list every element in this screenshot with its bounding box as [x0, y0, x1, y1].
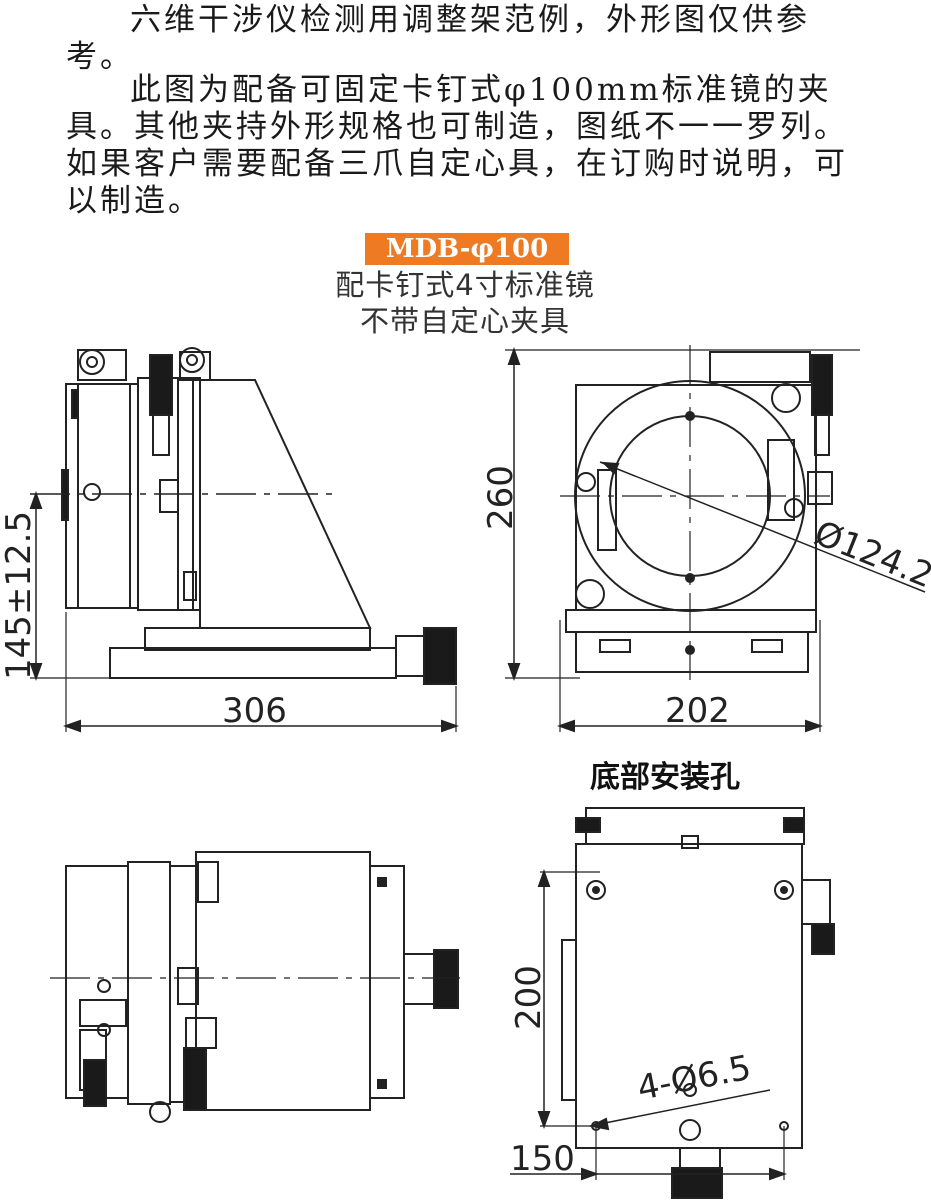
intro-paragraph-2: 此图为配备可固定卡钉式φ100mm标准镜的夹具。其他夹持外形规格也可制造，图纸不… — [66, 72, 866, 220]
dim-front-width: 202 — [665, 691, 730, 731]
dim-side-height: 145±12.5 — [0, 511, 39, 680]
model-subtitle-1: 配卡钉式4寸标准镜 — [335, 268, 595, 302]
dim-holes: 4-Ø6.5 — [634, 1048, 754, 1109]
intro-text-2: 此图为配备可固定卡钉式φ100mm标准镜的夹具。其他夹持外形规格也可制造，图纸不… — [66, 72, 848, 219]
intro-paragraph-1: 六维干涉仪检测用调整架范例，外形图仅供参考。 — [66, 2, 866, 76]
dim-front-height: 260 — [481, 465, 521, 530]
bottom-section-title: 底部安装孔 — [590, 760, 740, 795]
dim-bottom-spacing: 200 — [509, 965, 549, 1030]
top-view — [50, 851, 460, 1123]
front-view — [505, 345, 926, 733]
side-view — [29, 347, 459, 733]
dim-front-diameter: Ø124.2 — [809, 513, 931, 596]
model-badge: MDB-φ100 — [365, 233, 569, 265]
dim-side-width: 306 — [222, 691, 287, 731]
bottom-view — [510, 807, 835, 1199]
model-subtitle-2: 不带自定心夹具 — [359, 304, 570, 338]
intro-text-1: 六维干涉仪检测用调整架范例，外形图仅供参考。 — [66, 2, 810, 75]
dim-bottom-width: 150 — [510, 1139, 575, 1179]
